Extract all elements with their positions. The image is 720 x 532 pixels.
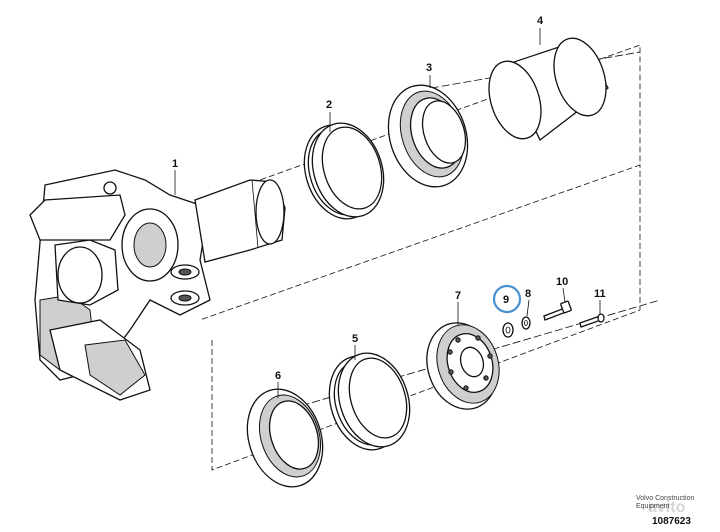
callout-11: 11 bbox=[594, 288, 606, 300]
lower-bearing bbox=[246, 388, 324, 488]
hub-flange bbox=[426, 322, 500, 410]
callout-10: 10 bbox=[556, 276, 568, 288]
callout-4: 4 bbox=[537, 15, 544, 27]
lower-seal-ring bbox=[328, 352, 411, 451]
brand-line-1: Volvo Construction bbox=[636, 495, 694, 502]
leader-lines bbox=[174, 28, 601, 398]
callout-2: 2 bbox=[326, 99, 332, 111]
brand-line-2: Equipment bbox=[636, 503, 670, 510]
callout-7: 7 bbox=[455, 290, 461, 302]
tapered-bearing bbox=[387, 84, 469, 188]
callout-5: 5 bbox=[352, 333, 358, 345]
callout-3: 3 bbox=[426, 62, 432, 74]
callout-1: 1 bbox=[172, 158, 178, 170]
brand-block: Volvo Construction Equipment 1087623 bbox=[636, 495, 694, 527]
callout-9: 9 bbox=[503, 294, 509, 306]
bearing-sleeve bbox=[488, 37, 609, 142]
bolt bbox=[543, 300, 572, 321]
callout-labels: 1 2 3 4 5 6 7 8 9 10 11 bbox=[172, 15, 606, 382]
reference-number: 1087623 bbox=[652, 516, 691, 527]
seal-ring bbox=[303, 122, 385, 220]
callout-9-highlight-ring bbox=[492, 284, 522, 314]
screw bbox=[579, 313, 605, 328]
callout-6: 6 bbox=[275, 370, 281, 382]
watermark: avito bbox=[648, 499, 686, 516]
callout-8: 8 bbox=[525, 288, 531, 300]
washer bbox=[502, 322, 514, 338]
small-washer bbox=[521, 316, 531, 330]
axle-housing bbox=[29, 169, 286, 401]
